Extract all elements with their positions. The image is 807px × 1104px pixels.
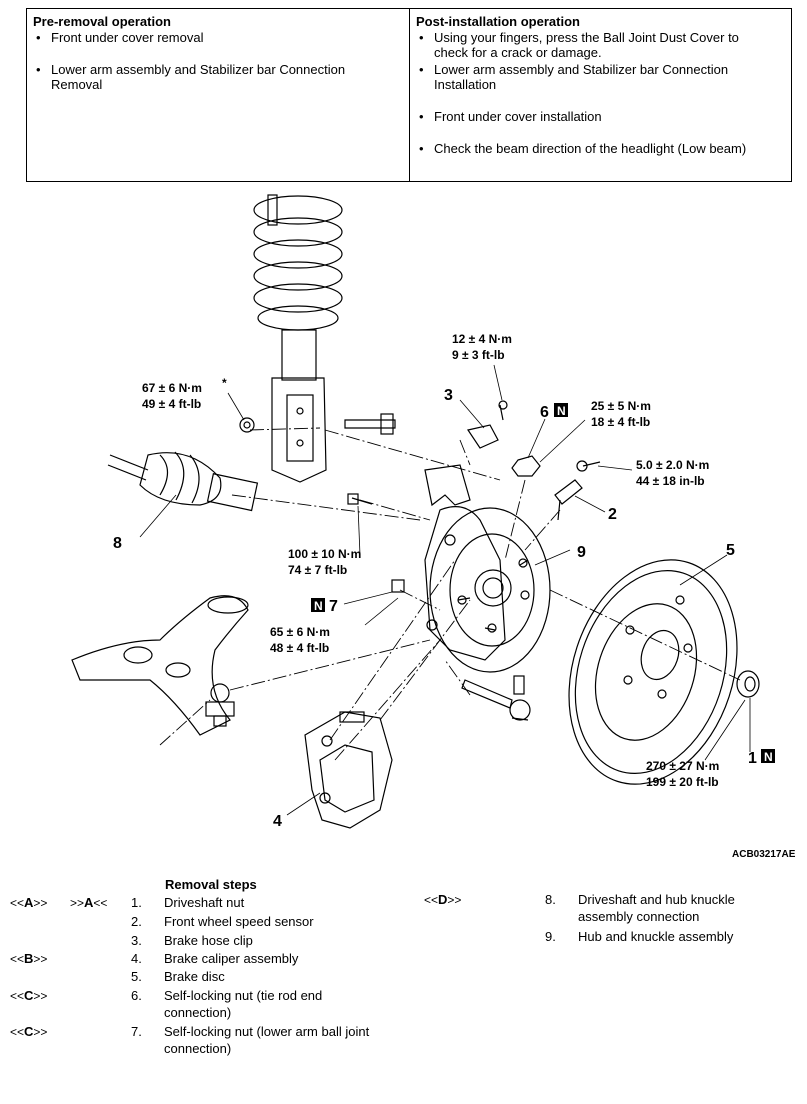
new-part-marker-label: N	[314, 599, 323, 613]
step-number: 4.	[131, 951, 142, 966]
step-text: Front wheel speed sensor	[164, 914, 314, 929]
post-installation-title: Post-installation operation	[416, 14, 580, 29]
operations-table: Pre-removal operation Front under cover …	[26, 8, 792, 182]
torque-caliper-ftlb: 74 ± 7 ft-lb	[288, 563, 347, 577]
post-installation-list: Using your fingers, press the Ball Joint…	[416, 30, 785, 156]
torque-strut-nm: 67 ± 6 N·m	[142, 381, 202, 395]
torque-balljoint-nm: 65 ± 6 N·m	[270, 625, 330, 639]
step-text: Self-locking nut (lower arm ball joint c…	[164, 1024, 370, 1056]
callout-8: 8	[113, 535, 122, 552]
torque-caliper-nm: 100 ± 10 N·m	[288, 547, 361, 561]
step-text: Brake disc	[164, 969, 225, 984]
step-number: 2.	[131, 914, 142, 929]
step-number: 7.	[131, 1024, 142, 1039]
torque-clip-nm: 12 ± 4 N·m	[452, 332, 512, 346]
callout-7: 7	[329, 598, 338, 615]
service-code: <<B>>	[10, 951, 48, 966]
service-code: <<C>>	[10, 1024, 48, 1039]
callout-6: 6	[540, 404, 549, 421]
step-number: 5.	[131, 969, 142, 984]
service-code: <<C>>	[10, 988, 48, 1003]
step-number: 6.	[131, 988, 142, 1003]
torque-strut-ftlb: 49 ± 4 ft-lb	[142, 397, 201, 411]
brake-disc	[568, 559, 738, 785]
torque-nut-ftlb: 199 ± 20 ft-lb	[646, 775, 719, 789]
exploded-view-diagram: 3 6 N 2 8 9 5 N 7 1 N 4 * 67 ± 6 N·m 49 …	[0, 185, 807, 845]
strut-assembly	[267, 194, 396, 483]
step-number: 8.	[545, 892, 556, 907]
callout-9: 9	[577, 544, 586, 561]
driveshaft-nut	[736, 670, 760, 698]
asterisk-mark: *	[222, 376, 227, 390]
torque-sensor-nm: 5.0 ± 2.0 N·m	[636, 458, 709, 472]
step-text: Driveshaft and hub knuckle assembly conn…	[578, 892, 735, 924]
removal-steps-title: Removal steps	[165, 877, 257, 892]
lower-arm	[71, 595, 249, 736]
torque-nut-nm: 270 ± 27 N·m	[646, 759, 719, 773]
callout-2: 2	[608, 506, 617, 523]
torque-tierod-nm: 25 ± 5 N·m	[591, 399, 651, 413]
callout-1: 1	[748, 750, 757, 767]
step-text: Hub and knuckle assembly	[578, 929, 734, 944]
callout-3: 3	[444, 387, 453, 404]
new-part-marker-label: N	[557, 404, 566, 418]
step-number: 9.	[545, 929, 556, 944]
post-installation-item: Using your fingers, press the Ball Joint…	[416, 30, 785, 60]
callout-5: 5	[726, 542, 735, 559]
brake-caliper	[304, 711, 393, 829]
step-text: Brake caliper assembly	[164, 951, 299, 966]
post-installation-item: Front under cover installation	[416, 109, 785, 124]
new-part-marker	[761, 749, 775, 763]
new-part-marker	[311, 598, 325, 612]
post-installation-item: Check the beam direction of the headligh…	[416, 141, 785, 156]
new-part-marker-label: N	[764, 750, 773, 764]
coil-spring	[253, 195, 343, 331]
service-code: <<D>>	[424, 892, 462, 907]
driveshaft	[107, 451, 259, 512]
step-text: Driveshaft nut	[164, 895, 245, 910]
step-number: 1.	[131, 895, 142, 910]
pre-removal-column: Pre-removal operation Front under cover …	[27, 9, 410, 181]
step-number: 3.	[131, 933, 142, 948]
service-code: >>A<<	[70, 895, 108, 910]
new-part-marker	[554, 403, 568, 417]
post-installation-item: Lower arm assembly and Stabilizer bar Co…	[416, 62, 785, 92]
torque-clip-ftlb: 9 ± 3 ft-lb	[452, 348, 505, 362]
exploded-view-svg: 3 6 N 2 8 9 5 N 7 1 N 4 * 67 ± 6 N·m 49 …	[71, 194, 775, 830]
step-text: Self-locking nut (tie rod end connection…	[164, 988, 323, 1020]
torque-sensor-inlb: 44 ± 18 in-lb	[636, 474, 705, 488]
pre-removal-item: Lower arm assembly and Stabilizer bar Co…	[33, 62, 403, 92]
hub-knuckle	[424, 464, 551, 673]
tie-rod-end	[461, 675, 531, 721]
figure-id: ACB03217AE	[732, 849, 796, 860]
service-code: <<A>>	[10, 895, 48, 910]
step-text: Brake hose clip	[164, 933, 253, 948]
post-installation-column: Post-installation operation Using your f…	[410, 9, 791, 181]
torque-tierod-ftlb: 18 ± 4 ft-lb	[591, 415, 650, 429]
callout-4: 4	[273, 813, 282, 830]
torque-balljoint-ftlb: 48 ± 4 ft-lb	[270, 641, 329, 655]
pre-removal-title: Pre-removal operation	[33, 14, 171, 29]
pre-removal-item: Front under cover removal	[33, 30, 403, 45]
pre-removal-list: Front under cover removal Lower arm asse…	[33, 30, 403, 92]
